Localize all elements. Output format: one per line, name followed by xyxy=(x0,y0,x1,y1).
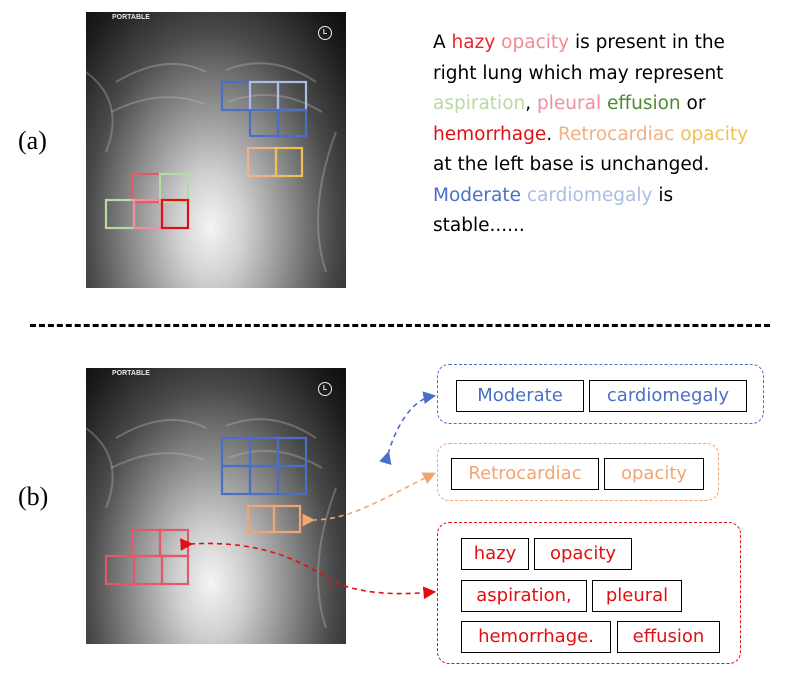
report-segment: opacity xyxy=(501,32,570,53)
region-box-aspiration xyxy=(158,172,190,204)
region-box-moderate xyxy=(276,108,308,138)
cardiomegaly-group-box xyxy=(437,364,764,424)
report-segment: aspiration xyxy=(433,93,526,114)
side-marker: L xyxy=(318,382,332,396)
token-aspiration: aspiration, xyxy=(461,580,587,612)
region-box-retrocardiac-group xyxy=(272,504,302,534)
report-segment: at the left base is unchanged. xyxy=(433,154,710,175)
report-segment: Moderate xyxy=(433,184,521,206)
token-hemorrhage: hemorrhage. xyxy=(461,621,611,653)
report-segment: effusion xyxy=(606,93,681,114)
token-retrocardiac: Retrocardiac xyxy=(451,458,599,490)
side-marker: L xyxy=(318,26,332,40)
report-segment: . xyxy=(546,123,558,145)
portable-text: PORTABLE xyxy=(112,370,150,377)
token-opacity: opacity xyxy=(534,538,632,570)
arrow-right-lung xyxy=(180,538,437,600)
report-segment: A xyxy=(433,32,452,53)
panel-b-label: (b) xyxy=(18,482,49,511)
chest-xray-image-a: PORTABLE L xyxy=(86,12,346,288)
token-effusion: effusion xyxy=(617,621,720,653)
report-segment: is stable...... xyxy=(433,184,674,237)
xray-a-overlay xyxy=(86,62,337,273)
report-segment: hazy xyxy=(451,32,496,53)
report-segment: , xyxy=(525,93,538,114)
token-pleural: pleural xyxy=(592,580,682,612)
panel-a-label: (a) xyxy=(18,126,47,155)
token-opacity: opacity xyxy=(604,458,704,490)
portable-text: PORTABLE xyxy=(112,14,150,21)
retrocardiac-group-box xyxy=(437,443,719,501)
region-box-hemorrhage xyxy=(160,198,190,230)
report-segment: pleural xyxy=(537,93,602,114)
arrow-cardiomegaly xyxy=(379,391,437,466)
token-moderate: Moderate xyxy=(456,380,584,412)
radiology-report-text: A hazy opacity is present in the right l… xyxy=(433,28,763,242)
region-box-opacity xyxy=(274,146,304,178)
section-divider xyxy=(30,324,770,327)
report-segment: is present in the right lung which may r… xyxy=(433,32,725,84)
report-segment: cardiomegaly xyxy=(526,184,653,206)
report-segment: Retrocardiac xyxy=(557,123,675,145)
token-hazy: hazy xyxy=(461,538,529,570)
arrow-retrocardiac xyxy=(302,472,436,527)
report-segment: opacity xyxy=(680,123,749,145)
right-lung-group-box xyxy=(437,522,741,664)
report-segment: or xyxy=(680,93,706,114)
report-segment: hemorrhage xyxy=(433,123,547,145)
token-cardiomegaly: cardiomegaly xyxy=(589,380,747,412)
